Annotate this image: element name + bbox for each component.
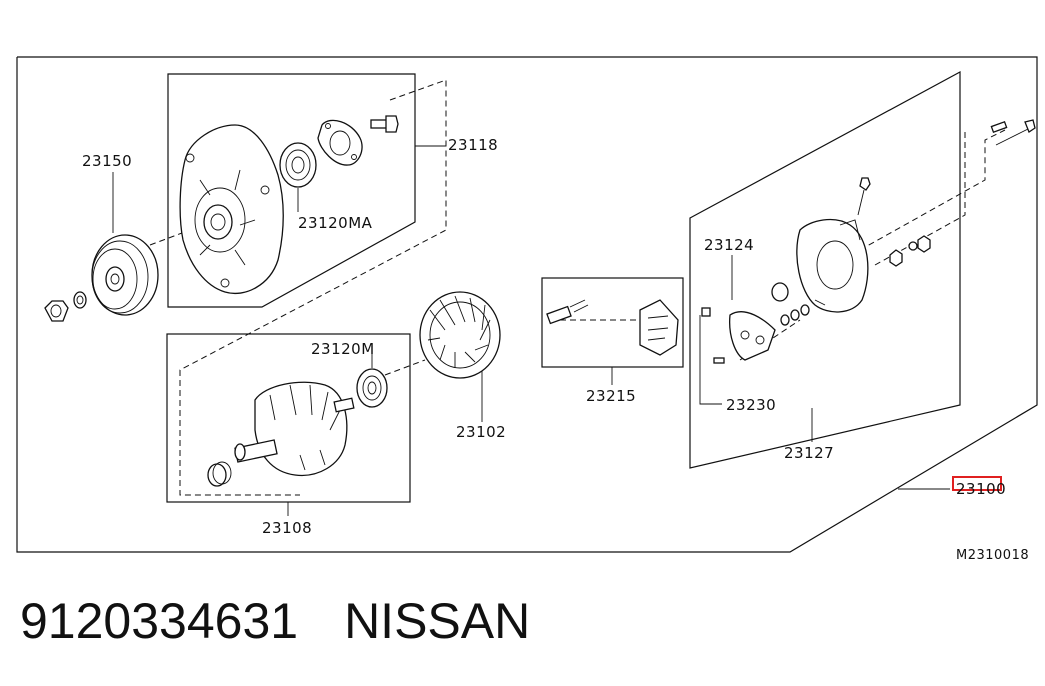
callout-23120M: 23120M [311,340,375,358]
pulley-icon [91,234,159,316]
spacer-icon [207,461,232,487]
rotor-box [166,333,411,503]
bolt-icon [857,119,1036,216]
callout-23118: 23118 [448,136,498,154]
nut-icon [889,235,931,267]
assembly-line [384,359,426,376]
leader-line [699,315,722,405]
callout-23102: 23102 [456,423,506,441]
nut-icon [44,300,69,322]
callout-23127: 23127 [784,444,834,462]
part-caption: 9120334631 NISSAN [20,596,530,646]
washer-icon [771,282,810,326]
bearing-icon [356,368,388,408]
brush-box [541,277,684,368]
callout-23215: 23215 [586,387,636,405]
outer-frame [16,56,1038,553]
bearing-icon [279,142,317,188]
callout-23120MA: 23120MA [298,214,373,232]
bolt-icon [370,115,399,133]
assembly-line [874,132,966,266]
callout-23124: 23124 [704,236,754,254]
gasket-icon [317,119,363,166]
assembly-line [859,129,1006,251]
rotor-icon [234,381,355,477]
diode-plate-icon [701,307,776,364]
highlight-box [952,476,1002,491]
rear-cover-icon [796,218,869,313]
front-housing-box [167,73,416,308]
callout-23108: 23108 [262,519,312,537]
brush-holder-icon [546,299,679,356]
rear-box [689,70,961,469]
diagram-reference: M2310018 [956,548,1029,563]
washer-icon [73,291,87,309]
front-housing-icon [179,124,284,294]
callout-23100: 23100 [956,480,1006,498]
callout-23150: 23150 [82,152,132,170]
callout-23230: 23230 [726,396,776,414]
stator-icon [419,291,501,379]
part-number: 9120334631 [20,593,299,649]
brand-name: NISSAN [344,593,531,649]
assembly-line [179,79,447,496]
